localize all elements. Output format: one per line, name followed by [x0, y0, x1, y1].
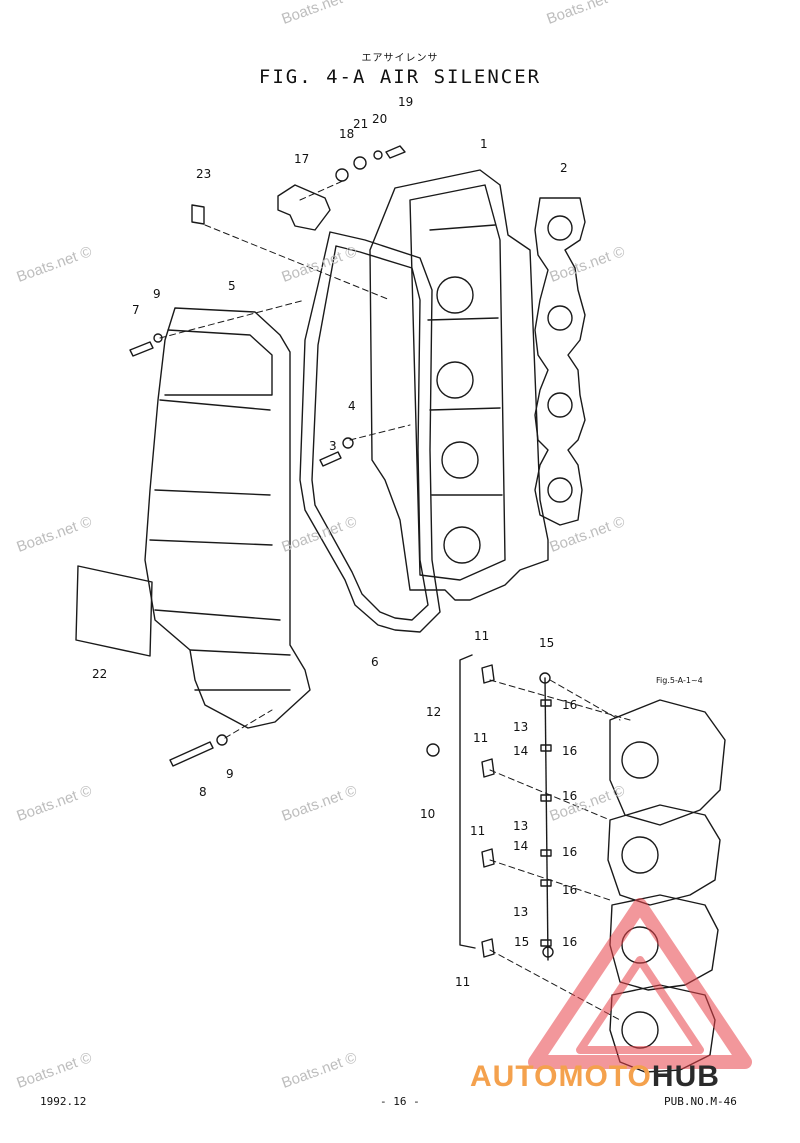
logo-text-auto: AUTO: [470, 1060, 559, 1093]
washer-part-20: [373, 150, 383, 160]
callout-label: 16: [562, 935, 578, 949]
washer-part-21: [353, 156, 367, 170]
callout-label: 21: [353, 117, 369, 131]
bolt-part-7: [129, 341, 154, 357]
gasket-part-2: [534, 197, 586, 526]
cover-part-5: [144, 307, 311, 729]
bolt-part-8: [169, 741, 214, 767]
callout-label: 9: [226, 767, 234, 781]
callout-label: 6: [371, 655, 379, 669]
clip-part-16: [540, 699, 552, 947]
callout-label: 8: [199, 785, 207, 799]
callout-label: 16: [562, 698, 578, 712]
callout-label: 11: [470, 824, 486, 838]
callout-label: 9: [153, 287, 161, 301]
label-part-23: [191, 204, 205, 225]
callout-label: 16: [562, 883, 578, 897]
callout-label: 7: [132, 303, 140, 317]
callout-label: 11: [473, 731, 489, 745]
fitting-part-11: [481, 664, 495, 958]
callout-label: 2: [560, 161, 568, 175]
callout-label: 23: [196, 167, 212, 181]
hose-assembly-parts-13-16: [544, 677, 549, 961]
callout-label: 3: [329, 439, 337, 453]
footer-date: 1992.12: [40, 1095, 87, 1108]
figure-title: FIG. 4-A AIR SILENCER: [258, 66, 542, 88]
callout-label: 16: [562, 789, 578, 803]
bracket-part-17: [277, 184, 331, 231]
bolt-part-19: [385, 145, 406, 159]
washer-part-4: [342, 437, 354, 449]
hose-part-10: [459, 654, 476, 949]
callout-label: 13: [513, 905, 529, 919]
washer-part-18: [335, 168, 349, 182]
o-ring-part-12: [426, 743, 440, 757]
figure-subtitle-jp: エアサイレンサ: [361, 53, 439, 64]
callout-label: 14: [513, 839, 529, 853]
callout-label: 10: [420, 807, 436, 821]
callout-label: 15: [514, 935, 530, 949]
callout-label: 16: [562, 845, 578, 859]
callout-label: 13: [513, 819, 529, 833]
logo-triangle: [528, 898, 752, 1069]
callout-label: 15: [539, 636, 555, 650]
callout-label: 1: [480, 137, 488, 151]
callout-label: 16: [562, 744, 578, 758]
footer-page-number: - 16 -: [380, 1095, 420, 1108]
joint-part-15-lower: [542, 946, 554, 958]
callout-label: 11: [474, 629, 490, 643]
logo-text-hub: HUB: [651, 1060, 720, 1093]
footer-pub-number: PUB.NO.M-46: [664, 1095, 737, 1108]
callout-label: 5: [228, 279, 236, 293]
callout-label: 17: [294, 152, 310, 166]
automotohub-logo: AUTOMOTOHUB: [470, 1060, 720, 1094]
silencer-body-part-1: [369, 169, 549, 601]
callout-label: 12: [426, 705, 442, 719]
logo-text-moto: MOTO: [558, 1060, 652, 1093]
callout-label: 4: [348, 399, 356, 413]
callout-label: 22: [92, 667, 108, 681]
callout-label: 18: [339, 127, 355, 141]
callout-label: 11: [455, 975, 471, 989]
reference-note: Fig.5-A-1~4: [656, 676, 703, 685]
seal-part-6: [299, 231, 441, 633]
washer-part-9-upper: [153, 333, 163, 343]
callout-label: 20: [372, 112, 388, 126]
callout-label: 14: [513, 744, 529, 758]
callout-label: 19: [398, 95, 414, 109]
joint-part-15-upper: [539, 672, 551, 684]
label-part-22: [75, 565, 153, 657]
washer-part-9-lower: [216, 734, 228, 746]
callout-label: 13: [513, 720, 529, 734]
bolt-part-3: [319, 451, 342, 467]
